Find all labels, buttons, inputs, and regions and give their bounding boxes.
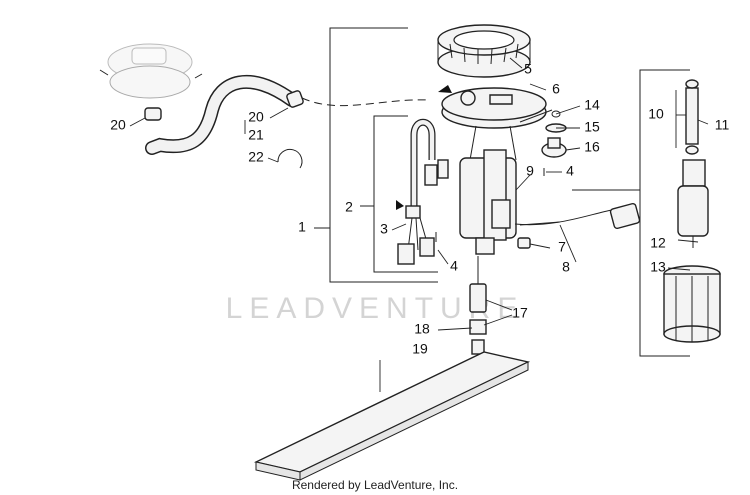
coupler-17 xyxy=(469,256,487,355)
leader-lines xyxy=(129,57,709,392)
phantom-line xyxy=(301,97,431,107)
callout-21: 21 xyxy=(248,127,264,143)
callout-9: 9 xyxy=(526,163,534,179)
wire-harness-2 xyxy=(396,118,449,265)
bracket-10-13 xyxy=(572,69,690,357)
footer-credit: Rendered by LeadVenture, Inc. xyxy=(291,478,459,492)
fuel-pump-12 xyxy=(677,159,709,248)
callout-7: 7 xyxy=(558,239,566,255)
callout-labels: 1 2 3 4 4 5 6 7 8 9 10 11 12 13 14 15 16… xyxy=(110,61,729,357)
callout-4-left: 4 xyxy=(450,258,458,274)
callout-12: 12 xyxy=(650,235,666,251)
callout-14: 14 xyxy=(584,97,600,113)
oring-14 xyxy=(551,110,561,118)
callout-13: 13 xyxy=(650,259,666,275)
bracket-2 xyxy=(360,115,438,273)
callout-2: 2 xyxy=(345,199,353,215)
callout-19: 19 xyxy=(412,341,428,357)
callout-3: 3 xyxy=(380,221,388,237)
watermark: LEADVENTURE xyxy=(225,292,525,325)
clamp-20-right xyxy=(286,90,304,108)
callout-4-right: 4 xyxy=(566,163,574,179)
hose-21 xyxy=(145,75,299,155)
vent-cap xyxy=(99,43,203,99)
callout-5: 5 xyxy=(524,61,532,77)
valve-16 xyxy=(541,137,567,158)
clip-22 xyxy=(277,148,303,169)
callout-11: 11 xyxy=(715,117,730,133)
lock-ring-5 xyxy=(437,24,531,78)
callout-8: 8 xyxy=(562,259,570,275)
callout-20-right: 20 xyxy=(248,109,264,125)
bracket-1 xyxy=(314,27,438,283)
clip-7 xyxy=(517,237,531,249)
sender-wire-8 xyxy=(514,202,641,230)
clamp-20-left xyxy=(144,107,162,121)
callout-16: 16 xyxy=(584,139,600,155)
callout-18: 18 xyxy=(414,321,430,337)
sender-plate-19 xyxy=(253,351,531,481)
callout-20-left: 20 xyxy=(110,117,126,133)
callout-1: 1 xyxy=(298,219,306,235)
pump-module-9 xyxy=(459,109,561,255)
callout-17: 17 xyxy=(512,305,528,321)
callout-10: 10 xyxy=(648,106,664,122)
callout-6: 6 xyxy=(552,81,560,97)
pump-flange-6 xyxy=(438,85,547,129)
arrow-marker-3 xyxy=(396,200,404,210)
callout-22: 22 xyxy=(248,149,264,165)
hose-11 xyxy=(685,79,699,155)
arrow-marker-6 xyxy=(438,85,452,93)
callout-15: 15 xyxy=(584,119,600,135)
sleeve-13 xyxy=(663,265,721,343)
